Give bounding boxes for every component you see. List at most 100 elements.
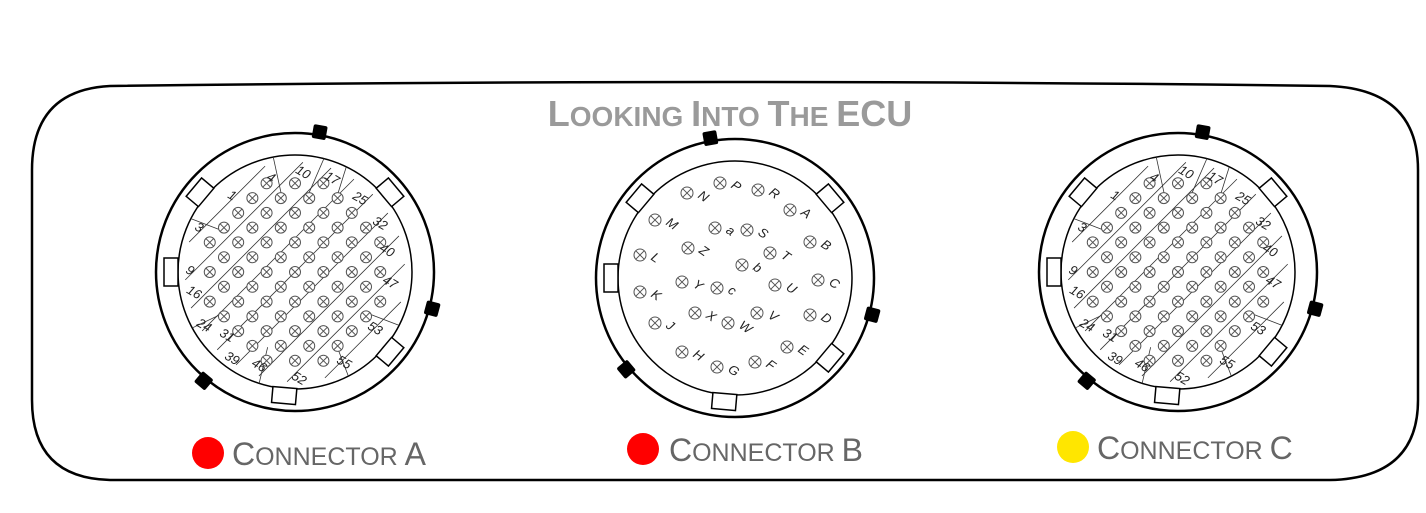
connector-b-label: CONNECTOR B — [669, 432, 863, 468]
pin-cross — [1202, 238, 1211, 247]
row-divider — [188, 165, 266, 243]
pin-icon — [1115, 295, 1128, 308]
pin-icon — [710, 360, 724, 374]
keyway-notch — [1258, 336, 1288, 368]
pin-icon — [1214, 280, 1227, 293]
pin-icon — [1115, 325, 1128, 338]
pin-label: 3 — [1075, 219, 1089, 236]
pin-icon — [1200, 236, 1213, 249]
row-divider — [1141, 235, 1283, 377]
pin-label: 52 — [1172, 368, 1193, 389]
pin-icon — [374, 266, 387, 278]
pin-cross — [205, 267, 214, 277]
pin-cross — [305, 282, 314, 291]
pin-cross — [1131, 282, 1140, 291]
pin-cross — [333, 341, 342, 351]
pin-cross — [276, 282, 285, 291]
pin-icon — [1115, 266, 1128, 278]
row-divider — [286, 263, 405, 382]
pin-label: 25 — [349, 187, 371, 208]
pin-cross — [1173, 179, 1183, 188]
row-divider — [1207, 301, 1285, 379]
pin-cross — [1173, 238, 1183, 247]
pin-cross — [1202, 267, 1211, 277]
pin-cross — [333, 223, 342, 232]
pin-cross — [262, 179, 271, 188]
pin-icon — [274, 221, 287, 234]
pin-icon — [1129, 280, 1142, 293]
pin-cross — [290, 326, 300, 336]
connector-shell — [594, 137, 876, 419]
pin-icon — [1186, 251, 1199, 264]
pin-icon — [317, 325, 330, 338]
pin-label: Z — [696, 242, 713, 260]
pin-cross — [805, 237, 815, 247]
pin-cross — [1102, 253, 1112, 262]
pin-icon — [1143, 206, 1156, 219]
pin-cross — [1259, 267, 1268, 277]
pin-icon — [768, 278, 782, 292]
pin-cross — [1131, 253, 1140, 262]
pin-label: c — [725, 282, 739, 298]
pin-icon — [748, 355, 762, 369]
pin-cross — [262, 267, 271, 277]
pin-cross — [248, 193, 257, 203]
pin-cross — [677, 347, 687, 357]
segment-divider — [1155, 156, 1165, 194]
pin-icon — [331, 310, 344, 323]
pin-icon — [1257, 236, 1270, 249]
pin-cross — [233, 238, 243, 247]
pin-icon — [217, 221, 230, 234]
pin-cross — [1230, 297, 1240, 306]
pin-cross — [319, 238, 328, 247]
keyway-notch — [815, 342, 845, 374]
pin-cross — [782, 342, 792, 352]
row-divider — [1071, 165, 1149, 243]
pin-cross — [290, 208, 300, 218]
pin-cross — [276, 193, 285, 203]
pin-cross — [1116, 208, 1126, 218]
pin-label: R — [766, 184, 782, 202]
pin-icon — [1228, 206, 1241, 219]
pin-label: E — [795, 341, 811, 358]
pin-icon — [232, 295, 245, 308]
pin-cross — [1173, 208, 1183, 218]
pin-icon — [1129, 310, 1142, 323]
pin-cross — [635, 287, 645, 297]
pin-cross — [1116, 267, 1126, 277]
pin-cross — [376, 297, 385, 306]
pin-icon — [1257, 295, 1270, 308]
pin-icon — [274, 339, 287, 352]
pin-cross — [1188, 253, 1197, 262]
pin-cross — [319, 356, 328, 365]
pin-icon — [246, 251, 259, 264]
row-divider — [324, 301, 402, 379]
pin-icon — [1172, 236, 1184, 249]
pin-cross — [805, 310, 815, 320]
pin-label: X — [703, 307, 721, 326]
pin-icon — [1115, 236, 1128, 249]
pin-icon — [260, 325, 273, 338]
ecu-outline — [30, 80, 1420, 482]
pin-icon — [274, 192, 287, 205]
pin-icon — [217, 251, 230, 264]
pin-label: a — [723, 222, 738, 238]
pin-icon — [1129, 251, 1142, 264]
pin-icon — [289, 325, 301, 338]
connector-shell — [154, 131, 436, 413]
pin-cross — [290, 179, 300, 188]
pin-icon — [303, 221, 316, 234]
pin-icon — [331, 339, 344, 352]
pin-icon — [232, 236, 245, 249]
pin-icon — [345, 236, 358, 249]
pin-cross — [347, 238, 357, 247]
pin-cross — [742, 225, 752, 235]
pin-icon — [360, 221, 373, 234]
pin-icon — [783, 203, 797, 217]
pin-icon — [681, 241, 695, 255]
pin-cross — [1131, 341, 1140, 351]
locking-key-icon — [1077, 371, 1096, 390]
pin-cross — [1188, 341, 1197, 351]
pin-icon — [648, 213, 662, 227]
